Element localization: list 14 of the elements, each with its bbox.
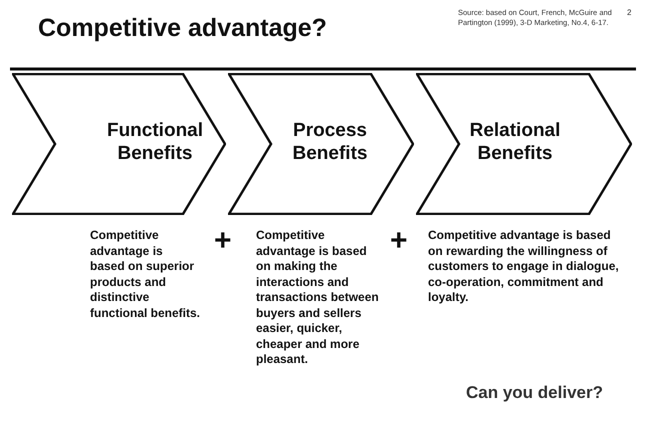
chevron-heading: Functional Benefits bbox=[106, 119, 204, 165]
description-text: Competitive advantage is based on superior products and distinctive functional benefits. bbox=[90, 228, 200, 321]
chevron-heading: Relational Benefits bbox=[468, 119, 562, 165]
closing-question: Can you deliver? bbox=[466, 383, 603, 403]
plus-sign: + bbox=[214, 226, 232, 256]
plus-sign: + bbox=[390, 226, 408, 256]
chevron-shape bbox=[228, 73, 414, 215]
chevron-shape bbox=[416, 73, 632, 215]
chevron-shape bbox=[12, 73, 226, 215]
page-number: 2 bbox=[627, 8, 632, 17]
description-text: Competitive advantage is based on making the interactions and transactions between buyers and sellers easier, quicker, cheaper and more pleasant. bbox=[256, 228, 380, 368]
chevron-heading: Process Benefits bbox=[292, 119, 368, 165]
description-text: Competitive advantage is based on rewarding the willingness of customers to engage in dialogue, co-operation, commitment and loyalty. bbox=[428, 228, 620, 306]
title: Competitive advantage? bbox=[38, 14, 327, 43]
